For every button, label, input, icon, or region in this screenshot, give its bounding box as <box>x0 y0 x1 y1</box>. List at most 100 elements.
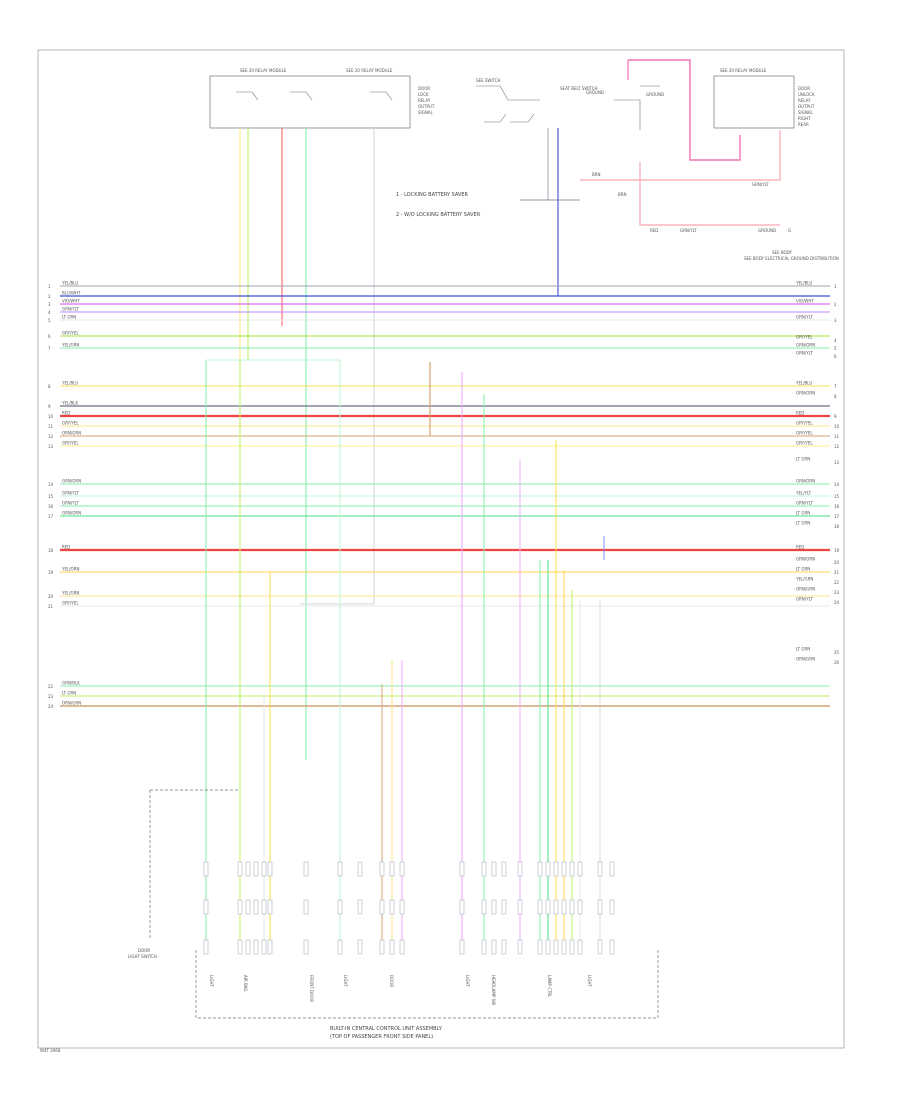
connector-pin <box>537 939 543 955</box>
connector-pin <box>399 939 405 955</box>
svg-text:SIGNAL: SIGNAL <box>798 110 814 115</box>
connector-pin <box>597 899 603 915</box>
bus-wire-label-right: GRN/YLT <box>796 315 813 320</box>
legend: 1 - LOCKING BATTERY SAVER 2 - W/O LOCKIN… <box>396 192 481 218</box>
bus-wire-number-right: 21 <box>834 570 840 575</box>
bus-wire-label: GRY/YEL <box>62 331 79 336</box>
bus-wire-label-right: GRN/YLT <box>796 501 813 506</box>
bus-wire-number: 12 <box>48 434 54 439</box>
bus-wire-number: 7 <box>48 346 51 351</box>
bus-wire-label: VIO/WHT <box>62 299 80 304</box>
connector-pin <box>517 861 523 877</box>
connector-pin <box>399 899 405 915</box>
bus-wire-number: 22 <box>48 684 54 689</box>
bus-wire-number: 13 <box>48 444 54 449</box>
connector-pin <box>357 939 363 955</box>
bus-wire-label-right: LT GRN <box>796 511 810 516</box>
bus-wire-label: GRN/ORN <box>62 479 81 484</box>
bus-wire-number: 6 <box>48 334 51 339</box>
connector-pin <box>491 861 497 877</box>
svg-text:UNLOCK: UNLOCK <box>798 92 815 97</box>
bus-wire-label-right: LT GRN <box>796 457 810 462</box>
right-note: SEE BODY ELECTRICAL GROUND DISTRIBUTION <box>744 256 839 261</box>
side-tag-line1: DOOR <box>138 948 150 953</box>
bus-wire-number-right: 23 <box>834 590 840 595</box>
svg-text:GROUND: GROUND <box>646 92 664 97</box>
svg-text:DOOR: DOOR <box>798 86 810 91</box>
connector-pin <box>517 939 523 955</box>
connector-pin <box>337 861 343 877</box>
bus-wire-label: LT GRN <box>62 691 76 696</box>
connector-pin <box>203 861 209 877</box>
bus-wire-label-right: ORN/GRN <box>796 587 815 592</box>
connector-pin <box>597 939 603 955</box>
connector-pin <box>501 861 507 877</box>
bus-wire-number: 19 <box>48 570 54 575</box>
bus-wire-label: LT GRN <box>62 315 76 320</box>
bus-wire-label: ORN/GRN <box>62 431 81 436</box>
bus-wire-label-right: YEL/GRN <box>795 577 813 582</box>
svg-text:G: G <box>788 228 791 233</box>
connector-pin <box>459 861 465 877</box>
connector-pin <box>569 939 575 955</box>
connector-pin <box>389 899 395 915</box>
bus-wire-label: GRY/YEL <box>62 441 79 446</box>
bus-wire-label-right: LT GRN <box>796 521 810 526</box>
bus-wire-number-right: 17 <box>834 514 840 519</box>
connector-pin <box>577 861 583 877</box>
bus-wire-number-right: 7 <box>834 384 837 389</box>
connector-pin <box>609 899 615 915</box>
bus-wire-label-right: GRY/YEL <box>796 335 813 340</box>
connector-label: LIGHT <box>465 975 470 988</box>
bus-wire-number: 20 <box>48 594 54 599</box>
right-note-line1: SEE BODY <box>772 250 793 255</box>
bus-wire-label-right: GRN/YLT <box>796 597 813 602</box>
connector-pin <box>267 899 273 915</box>
connector-pin <box>459 899 465 915</box>
bus-wire-number-right: 5 <box>834 346 837 351</box>
svg-text:GRN/YLT: GRN/YLT <box>752 182 769 187</box>
bus-wire-label-right: GRY/YEL <box>796 441 813 446</box>
svg-text:OUTPUT: OUTPUT <box>418 104 435 109</box>
switch-label: SEE SWITCH <box>476 78 501 83</box>
connector-pin <box>337 899 343 915</box>
seat-belt-label: SEAT BELT SWITCH <box>560 86 598 91</box>
connector-pin <box>253 939 259 955</box>
bus-wire-number-right: 12 <box>834 444 840 449</box>
connector-pin <box>267 861 273 877</box>
connector-pin <box>553 899 559 915</box>
svg-text:RELAY: RELAY <box>418 98 431 103</box>
bus-wire-number: 2 <box>48 294 51 299</box>
connector-pin <box>609 939 615 955</box>
bus-wire-number: 17 <box>48 514 54 519</box>
bus-wire-number: 5 <box>48 318 51 323</box>
bus-wire-label: GRN/YLT <box>62 501 79 506</box>
connector-pin <box>481 899 487 915</box>
bus-wire-label-right: GRY/YEL <box>796 431 813 436</box>
svg-text:LOCK: LOCK <box>418 92 429 97</box>
connector-pin <box>389 939 395 955</box>
ground-label: GROUND <box>586 90 604 95</box>
bus-wire-number-right: 15 <box>834 494 840 499</box>
connector-pin <box>569 899 575 915</box>
connector-pin <box>577 939 583 955</box>
connector-pin <box>537 899 543 915</box>
connector-label: LIGHT <box>343 975 348 988</box>
connector-pin <box>537 861 543 877</box>
connector-pin <box>245 861 251 877</box>
bus-wire-number-right: 22 <box>834 580 840 585</box>
bus-wire-label-right: RED <box>796 545 804 550</box>
connector-pin <box>553 861 559 877</box>
bus-wire-label-right: GRN/ORN <box>796 557 815 562</box>
connector-pin <box>253 861 259 877</box>
bus-wire-number: 10 <box>48 414 54 419</box>
bus-wire-number-right: 11 <box>834 434 840 439</box>
svg-text:GRN/YLT: GRN/YLT <box>680 228 697 233</box>
connector-label: LIGHT <box>587 975 592 988</box>
svg-text:RELAY: RELAY <box>798 98 811 103</box>
connector-label: FRONT DOOR <box>309 975 314 1002</box>
svg-text:RIGHT: RIGHT <box>798 116 811 121</box>
bus-wire-label: GRY/YEL <box>62 421 79 426</box>
bus-wire-number-right: 2 <box>834 302 837 307</box>
side-tag-line2: LIGHT SWITCH <box>128 954 157 959</box>
